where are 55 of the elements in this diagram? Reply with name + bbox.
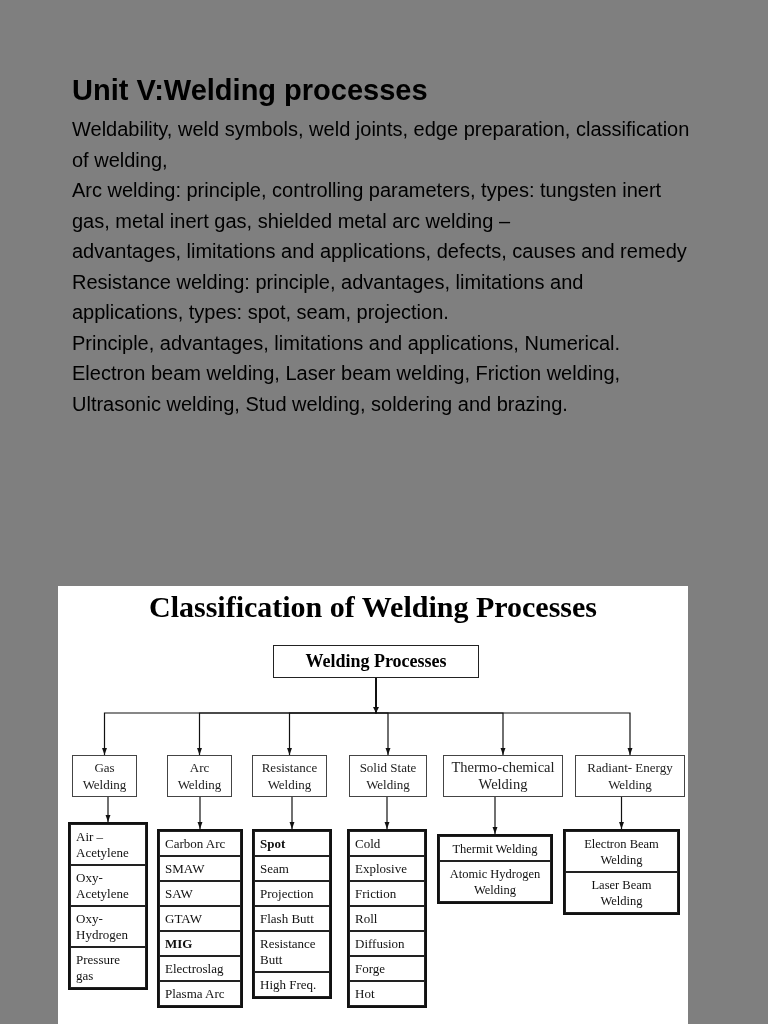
process-list-box xyxy=(563,829,680,915)
process-cell: Forge xyxy=(349,956,425,981)
category-box: Thermo-chemical Welding xyxy=(443,755,563,797)
process-cell: Laser Beam Welding xyxy=(565,872,678,913)
process-cell: Diffusion xyxy=(349,931,425,956)
syllabus-text: Electron beam welding, Laser beam welding, Friction welding, Ultrasonic welding, Stud welding, soldering and brazing. xyxy=(72,361,622,417)
process-cell: Electroslag xyxy=(159,956,241,981)
category-box: Resistance Welding xyxy=(252,755,327,797)
connector-arrow xyxy=(492,796,498,835)
process-cell: Electron Beam Welding xyxy=(565,831,678,872)
syllabus-text: advantages, limitations and applications, defects, causes and remedy xyxy=(72,239,688,264)
process-list-box xyxy=(157,829,243,1008)
process-cell: Hot xyxy=(349,981,425,1006)
process-cell: Friction xyxy=(349,881,425,906)
process-list-box xyxy=(68,822,148,990)
process-cell: Resistance Butt xyxy=(254,931,330,972)
process-cell: GTAW xyxy=(159,906,241,931)
process-cell: SMAW xyxy=(159,856,241,881)
process-cell: Oxy- Acetylene xyxy=(70,865,146,906)
process-cell: Carbon Arc xyxy=(159,831,241,856)
process-cell: MIG xyxy=(159,931,241,956)
process-list-box xyxy=(437,834,553,904)
process-cell: Explosive xyxy=(349,856,425,881)
process-cell: Plasma Arc xyxy=(159,981,241,1006)
process-cell: Oxy- Hydrogen xyxy=(70,906,146,947)
connector-arrow xyxy=(105,796,111,823)
process-cell: Pressure gas xyxy=(70,947,146,988)
process-list-box xyxy=(252,829,332,999)
process-cell: Spot xyxy=(254,831,330,856)
root-box: Welding Processes xyxy=(273,645,479,678)
process-cell: Flash Butt xyxy=(254,906,330,931)
connector-arrow xyxy=(289,796,295,830)
process-cell: Thermit Welding xyxy=(439,836,551,861)
category-box: Gas Welding xyxy=(72,755,137,797)
chart-heading: Classification of Welding Processes xyxy=(147,590,599,624)
process-list-box xyxy=(347,829,427,1008)
process-cell: Air – Acetylene xyxy=(70,824,146,865)
process-cell: High Freq. xyxy=(254,972,330,997)
page-title: Unit V:Welding processes xyxy=(72,74,428,107)
process-cell: Projection xyxy=(254,881,330,906)
syllabus-text: Resistance welding: principle, advantages, limitations and applications, types: spot, seam, projection. xyxy=(72,269,585,325)
connector-arrow xyxy=(375,677,633,756)
process-cell: Seam xyxy=(254,856,330,881)
syllabus-text: Weldability, weld symbols, weld joints, edge preparation, classification of welding, xyxy=(72,117,691,173)
process-cell: Cold xyxy=(349,831,425,856)
process-cell: SAW xyxy=(159,881,241,906)
category-box: Solid State Welding xyxy=(349,755,427,797)
category-box: Radiant- Energy Welding xyxy=(575,755,685,797)
process-cell: Roll xyxy=(349,906,425,931)
connector-arrow xyxy=(197,796,203,830)
process-cell: Atomic Hydrogen Welding xyxy=(439,861,551,902)
connector-arrow xyxy=(619,796,624,830)
category-box: Arc Welding xyxy=(167,755,232,797)
connector-arrow xyxy=(384,796,390,830)
syllabus-text: Principle, advantages, limitations and applications, Numerical. xyxy=(72,330,622,356)
